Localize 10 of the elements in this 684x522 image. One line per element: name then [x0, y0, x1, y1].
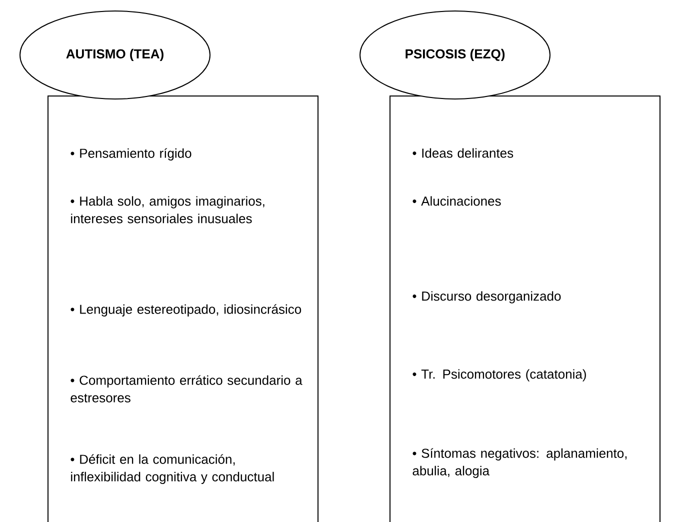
bullet-item: • Alucinaciones [412, 196, 501, 206]
bullet-item: • Lenguaje estereotipado, idiosincrásico [70, 304, 302, 316]
bullet-item: • Habla solo, amigos imaginarios, intereses sensoriales inusuales [70, 196, 264, 224]
bullet-item: • Síntomas negativos: aplanamiento, abulia, alogia [412, 448, 627, 478]
bullet-item: • Discurso desorganizado [412, 291, 561, 304]
bullet-item: • Déficit en la comunicación, inflexibilidad cognitiva y conductual [70, 454, 274, 484]
bullet-item: • Ideas delirantes [412, 148, 514, 158]
bullet-item: • Tr. Psicomotores (catatonia) [412, 369, 586, 382]
bullet-item: • Comportamiento errático secundario a estresores [70, 375, 302, 402]
bullet-item: • Pensamiento rígido [70, 148, 192, 160]
